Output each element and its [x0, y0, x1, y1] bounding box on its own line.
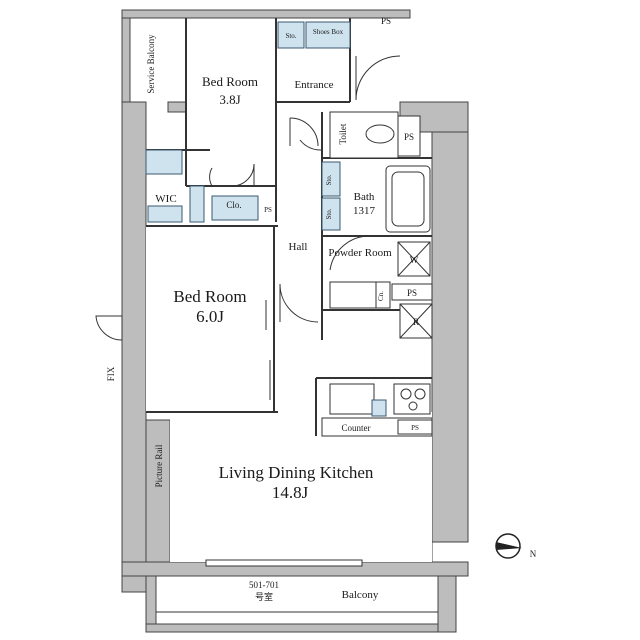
sto-label-hall-2: Sto. [325, 208, 333, 219]
compass-direction: N [530, 549, 537, 559]
unit-suffix: 号室 [255, 591, 273, 602]
toilet-label: Toilet [338, 123, 348, 144]
ps-label-top: PS [381, 16, 391, 26]
bedroom-large-size: 6.0J [196, 307, 224, 326]
bedroom-small-size: 3.8J [219, 92, 240, 107]
ps-label-powder: PS [407, 288, 417, 298]
picture-rail-label: Picture Rail [154, 444, 164, 487]
powder-room-name: Powder Room [328, 247, 392, 259]
floor-areas [146, 22, 432, 562]
bath-size: 1317 [353, 205, 376, 217]
compass: N [495, 533, 537, 559]
hall-label: Hall [289, 241, 308, 253]
entrance-label: Entrance [294, 79, 333, 91]
counter-label: Counter [342, 423, 371, 433]
sto-label-hall-1: Sto. [325, 174, 333, 185]
balcony-label: Balcony [342, 589, 379, 601]
service-balcony-label: Service Balcony [146, 34, 156, 94]
ps-label-toilet: PS [404, 132, 414, 142]
ldk-size: 14.8J [272, 483, 309, 502]
doors [95, 55, 401, 341]
closet-label: Clo. [226, 200, 241, 210]
unit-number: 501-701 [249, 580, 279, 590]
fixtures [145, 21, 438, 613]
fix-label: FIX [106, 366, 116, 381]
ps-label-closet: PS [264, 206, 272, 214]
room-labels: Bed Room 3.8J Bed Room 6.0J Living Dinin… [106, 16, 419, 602]
washer-label: W [410, 255, 419, 265]
cn-label: Cn. [377, 291, 385, 301]
wic-label: WIC [155, 193, 176, 205]
sto-label-entrance: Sto. [285, 32, 296, 40]
shoes-box-label: Shoes Box [313, 28, 344, 36]
ps-label-counter: PS [411, 424, 419, 432]
ldk-name: Living Dining Kitchen [219, 463, 374, 482]
bedroom-small-name: Bed Room [202, 74, 258, 89]
fridge-label: R [413, 317, 419, 327]
bath-name: Bath [354, 191, 375, 203]
bedroom-large-name: Bed Room [173, 287, 246, 306]
compass-needle-icon [496, 542, 522, 550]
